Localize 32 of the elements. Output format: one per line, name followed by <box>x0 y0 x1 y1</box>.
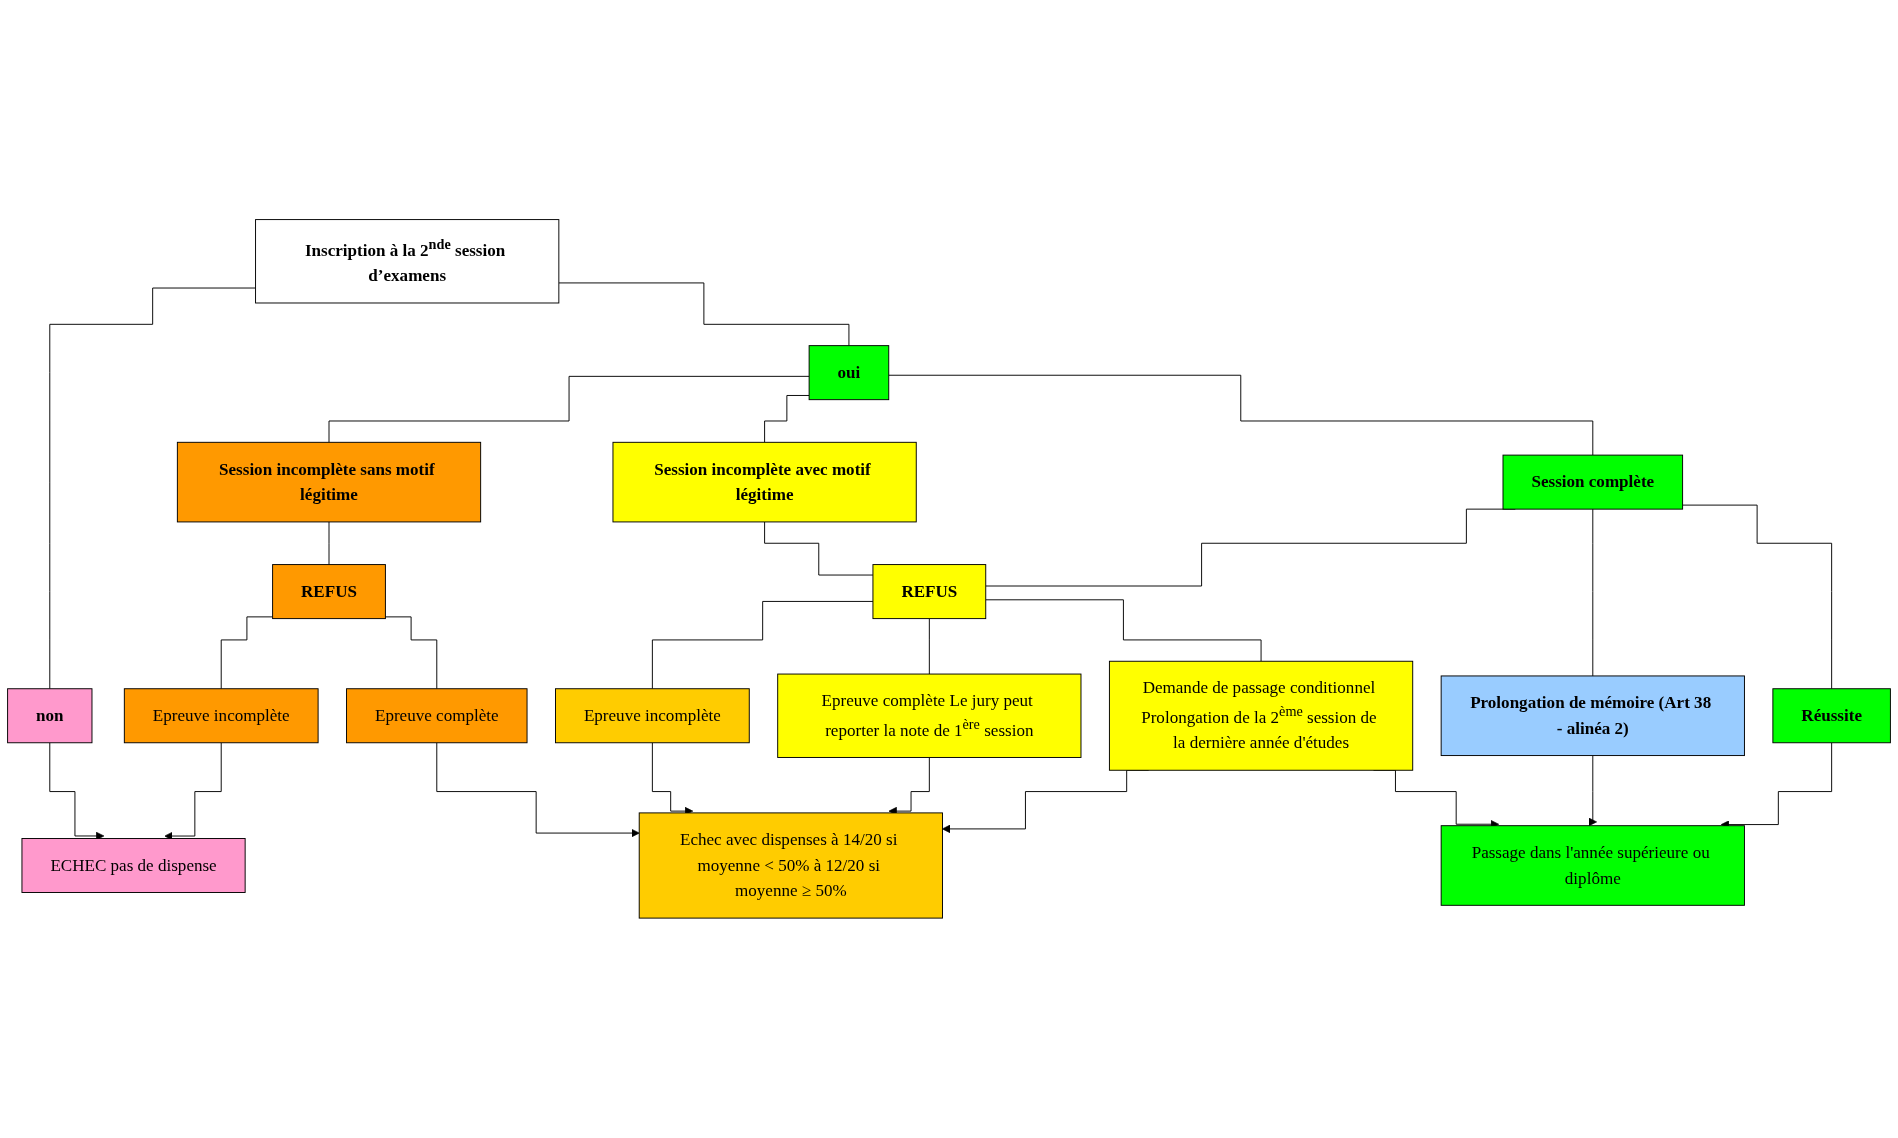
node-box: REFUS <box>872 564 987 620</box>
connector <box>651 601 874 690</box>
connector <box>384 616 438 690</box>
connector <box>928 618 930 675</box>
node-box: REFUS <box>272 564 386 620</box>
connector <box>1592 508 1594 677</box>
node-box: Réussite <box>1772 688 1891 744</box>
connector <box>558 282 850 347</box>
connector <box>985 599 1262 662</box>
connector <box>220 616 274 690</box>
connector <box>1682 504 1833 690</box>
node-box: Epreuve complète Le jury peut reporter la note de 1$^{ère}$ session <box>777 673 1082 759</box>
node-box: non <box>7 688 93 744</box>
node-box: Session complète <box>1502 454 1684 510</box>
node-box: Epreuve incomplète <box>555 688 750 744</box>
connector <box>328 376 810 443</box>
connector <box>888 374 1594 456</box>
connector <box>49 287 257 690</box>
node-box: Passage dans l'année supérieure ou diplôme <box>1440 825 1745 906</box>
node-box: oui <box>808 345 890 401</box>
node-box: Session incomplète avec motif légitime <box>612 442 917 523</box>
node-box: Echec avec dispenses à 14/20 si moyenne < 50% à 12/20 si moyenne ≥ 50% <box>638 812 943 919</box>
connector <box>764 521 874 576</box>
node-box: Epreuve incomplète <box>123 688 319 744</box>
connector <box>764 395 810 443</box>
node-box: Session incomplète sans motif légitime <box>176 442 482 523</box>
node-box: Demande de passage conditionnel Prolongation de la 2$^{ème}$ session de la dernière année d'études <box>1108 660 1414 771</box>
node-box: Epreuve complète <box>346 688 528 744</box>
node-box: ECHEC pas de dispense <box>21 838 246 894</box>
node-box: Inscription à la 2$^{nde}$ session d’examens <box>255 219 560 304</box>
connector <box>328 521 330 566</box>
node-box: Prolongation de mémoire (Art 38 - alinéa 2) <box>1440 675 1745 757</box>
